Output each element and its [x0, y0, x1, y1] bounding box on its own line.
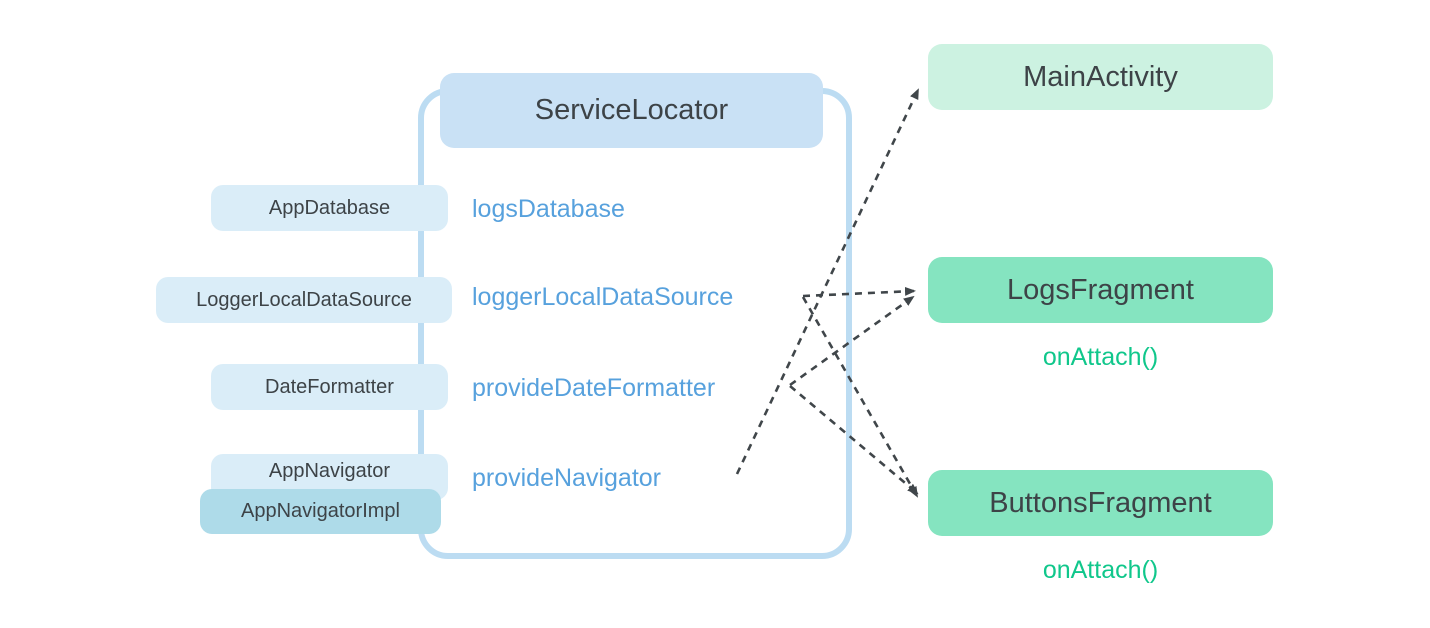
dependency-label: LoggerLocalDataSource [196, 288, 412, 311]
method-providenavigator: provideNavigator [472, 464, 661, 492]
callback-logsfragment-onattach: onAttach() [1042, 343, 1159, 371]
method-logsdatabase: logsDatabase [472, 195, 625, 223]
method-providedateformatter: provideDateFormatter [472, 374, 716, 402]
consumer-box-logsfragment: LogsFragment [928, 257, 1273, 323]
dependency-box-appdatabase: AppDatabase [211, 185, 448, 231]
dependency-label: AppNavigatorImpl [241, 500, 400, 522]
dependency-label: AppNavigator [268, 460, 391, 482]
dependency-box-loggerlocaldatasource: LoggerLocalDataSource [156, 277, 452, 323]
consumer-box-buttonsfragment: ButtonsFragment [928, 470, 1273, 536]
callback-buttonsfragment-onattach: onAttach() [1042, 556, 1159, 584]
consumer-box-mainactivity: MainActivity [928, 44, 1273, 110]
service-locator-title: ServiceLocator [440, 73, 823, 148]
consumer-label: MainActivity [1023, 60, 1178, 93]
dependency-box-appnavigatorimpl: AppNavigatorImpl [200, 489, 441, 534]
consumer-label: ButtonsFragment [989, 486, 1212, 519]
dependency-box-dateformatter: DateFormatter [211, 364, 448, 410]
method-loggerlocaldatasource: loggerLocalDataSource [472, 283, 734, 311]
dependency-label: DateFormatter [265, 375, 394, 398]
service-locator-title-label: ServiceLocator [534, 94, 729, 126]
dependency-label: AppDatabase [268, 196, 391, 219]
consumer-label: LogsFragment [1007, 273, 1194, 306]
